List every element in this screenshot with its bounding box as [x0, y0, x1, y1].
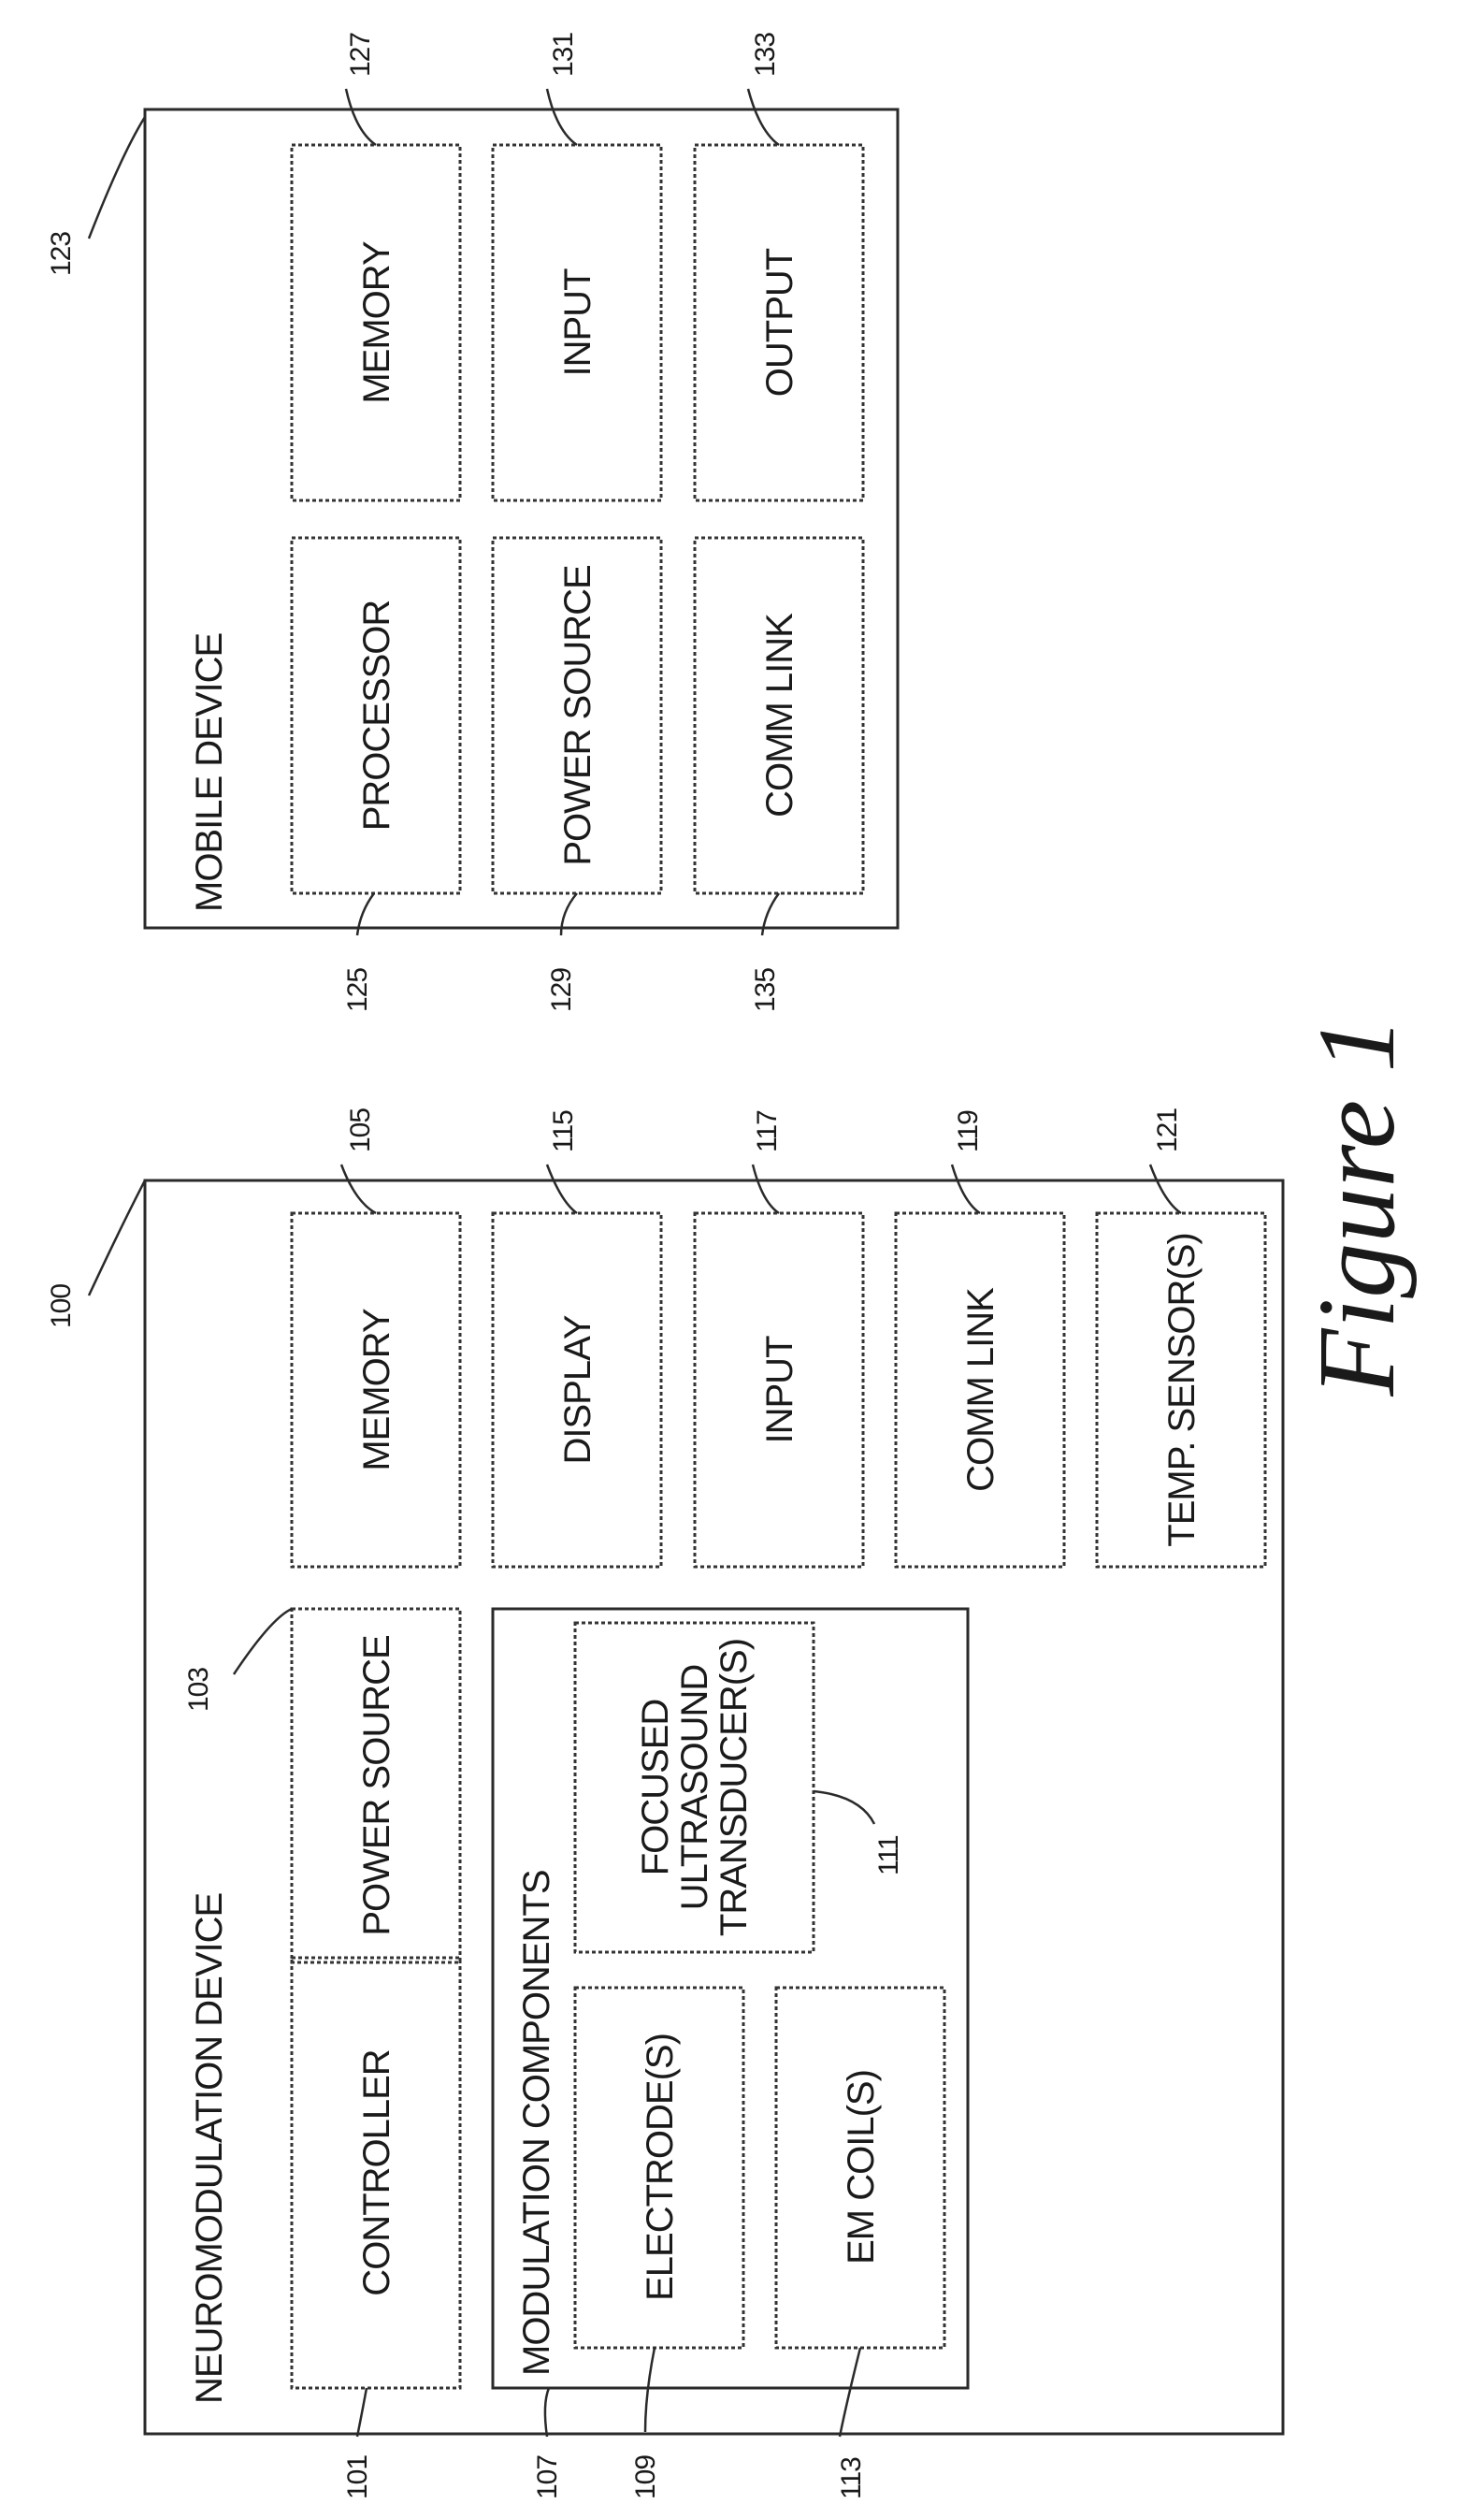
ref-115-leader	[547, 1165, 577, 1213]
ref-121: 121	[1152, 1108, 1183, 1152]
ref-127: 127	[345, 33, 376, 77]
input-label: INPUT	[759, 1336, 800, 1444]
ref-133: 133	[750, 33, 781, 77]
mobile-comm-link-label: COMM LINK	[759, 613, 800, 818]
ref-123: 123	[46, 232, 77, 276]
ref-117-leader	[753, 1165, 779, 1213]
ref-123-leader	[89, 117, 145, 239]
ref-105-leader	[341, 1165, 376, 1213]
modulation-components: MODULATION COMPONENTS ELECTRODE(S) EM CO…	[493, 1609, 968, 2388]
ref-119: 119	[953, 1110, 984, 1152]
mobile-device-title: MOBILE DEVICE	[189, 633, 230, 912]
temp-sensor-label: TEMP. SENSOR(S)	[1161, 1233, 1203, 1546]
ref-121-leader	[1150, 1165, 1181, 1213]
mobile-memory-label: MEMORY	[356, 241, 397, 404]
mobile-device: MOBILE DEVICE PROCESSOR MEMORY POWER SOU…	[46, 33, 898, 1012]
ref-100: 100	[46, 1284, 77, 1328]
ref-103: 103	[183, 1668, 214, 1712]
ref-127-leader	[346, 89, 376, 145]
output-label: OUTPUT	[759, 248, 800, 397]
ref-103-leader	[234, 1609, 292, 1674]
ref-119-leader	[952, 1165, 980, 1213]
electrode-label: ELECTRODE(S)	[640, 2034, 681, 2301]
ref-131-leader	[547, 89, 577, 145]
ref-125: 125	[342, 968, 373, 1012]
mobile-power-source-label: POWER SOURCE	[557, 565, 598, 865]
power-source-label: POWER SOURCE	[356, 1635, 397, 1935]
neuromodulation-device: NEUROMODULATION DEVICE CONTROLLER POWER …	[46, 1108, 1283, 2499]
em-coil-label: EM COIL(S)	[841, 2070, 882, 2265]
ref-109-leader	[645, 2348, 655, 2432]
ref-100-leader	[89, 1180, 145, 1295]
ref-115: 115	[548, 1110, 579, 1152]
ref-111: 111	[873, 1835, 904, 1875]
ultrasound-label-line1: FOCUSED	[635, 1700, 676, 1876]
processor-label: PROCESSOR	[356, 601, 397, 832]
memory-label: MEMORY	[356, 1309, 397, 1471]
display-label: DISPLAY	[557, 1315, 598, 1464]
ref-131: 131	[548, 33, 579, 77]
ref-105: 105	[345, 1108, 376, 1152]
mobile-input-label: INPUT	[557, 268, 598, 377]
figure-caption: Figure 1	[1295, 1017, 1418, 1397]
ultrasound-label-line2: ULTRASOUND	[674, 1665, 715, 1911]
neuromodulation-device-title: NEUROMODULATION DEVICE	[189, 1893, 230, 2404]
ultrasound-label-line3: TRANSDUCER(S)	[713, 1639, 755, 1936]
ref-113-leader	[840, 2348, 860, 2437]
controller-label: CONTROLLER	[356, 2049, 397, 2295]
ref-107-leader	[545, 2388, 549, 2437]
ref-113: 113	[836, 2457, 867, 2499]
comm-link-label: COMM LINK	[960, 1287, 1001, 1492]
ref-109: 109	[630, 2455, 661, 2499]
ref-135: 135	[750, 968, 781, 1012]
ref-129: 129	[546, 968, 577, 1012]
ref-101: 101	[342, 2455, 373, 2499]
modulation-components-title: MODULATION COMPONENTS	[516, 1870, 557, 2376]
ref-111-leader	[814, 1791, 874, 1824]
ref-107: 107	[532, 2455, 563, 2499]
ref-101-leader	[357, 2388, 367, 2437]
ref-117: 117	[752, 1110, 783, 1152]
ref-133-leader	[748, 89, 779, 145]
